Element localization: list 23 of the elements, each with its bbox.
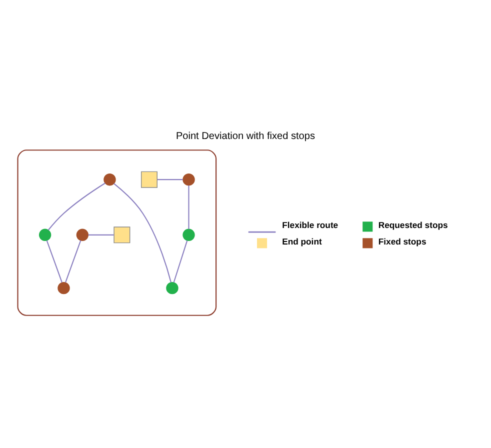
node-circle bbox=[58, 281, 70, 294]
node-circle bbox=[166, 281, 178, 294]
connector bbox=[114, 182, 172, 282]
connector bbox=[48, 182, 106, 230]
node-box bbox=[114, 226, 130, 243]
cluster bbox=[17, 149, 217, 316]
node-circle bbox=[104, 172, 116, 186]
node-circle bbox=[38, 228, 52, 241]
legend-label: Flexible route bbox=[282, 220, 338, 230]
node-box bbox=[140, 170, 158, 188]
connector bbox=[46, 240, 62, 282]
node-circle bbox=[182, 228, 195, 241]
legend-label: Requested stops bbox=[378, 220, 448, 230]
connector bbox=[65, 240, 82, 282]
node-circle bbox=[76, 228, 89, 241]
connector bbox=[157, 178, 183, 180]
diagram-title: Point Deviation with fixed stops bbox=[176, 130, 316, 142]
connector bbox=[173, 240, 188, 282]
legend-label: End point bbox=[282, 236, 322, 246]
legend-label: Fixed stops bbox=[378, 236, 426, 246]
connector bbox=[188, 184, 190, 229]
node-circle bbox=[182, 172, 195, 186]
connector bbox=[88, 234, 114, 235]
